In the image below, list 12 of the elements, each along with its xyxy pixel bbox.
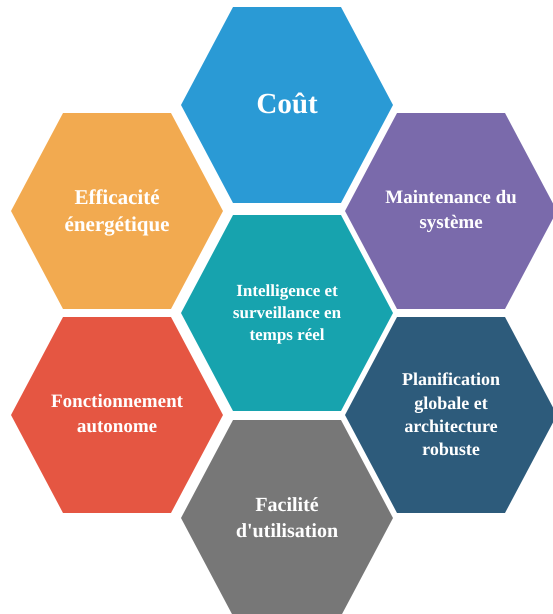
hexagon xyxy=(9,111,225,311)
hexagon-label: Intelligence et surveillance en temps réel xyxy=(232,280,342,346)
hexagon xyxy=(343,315,553,515)
hexagon-label: Maintenance du système xyxy=(384,186,518,235)
hexagon-label: Efficacité énergétique xyxy=(64,184,170,238)
hexagon-label: Coût xyxy=(256,87,318,122)
hexagon-label: Fonctionnement autonome xyxy=(50,390,184,439)
hexagon xyxy=(179,418,395,614)
hexagon-label: Facilité d'utilisation xyxy=(234,493,340,544)
hexagon-label: Planification globale et architecture robuste xyxy=(401,368,501,462)
hexagon xyxy=(343,111,553,311)
hexagon xyxy=(9,315,225,515)
